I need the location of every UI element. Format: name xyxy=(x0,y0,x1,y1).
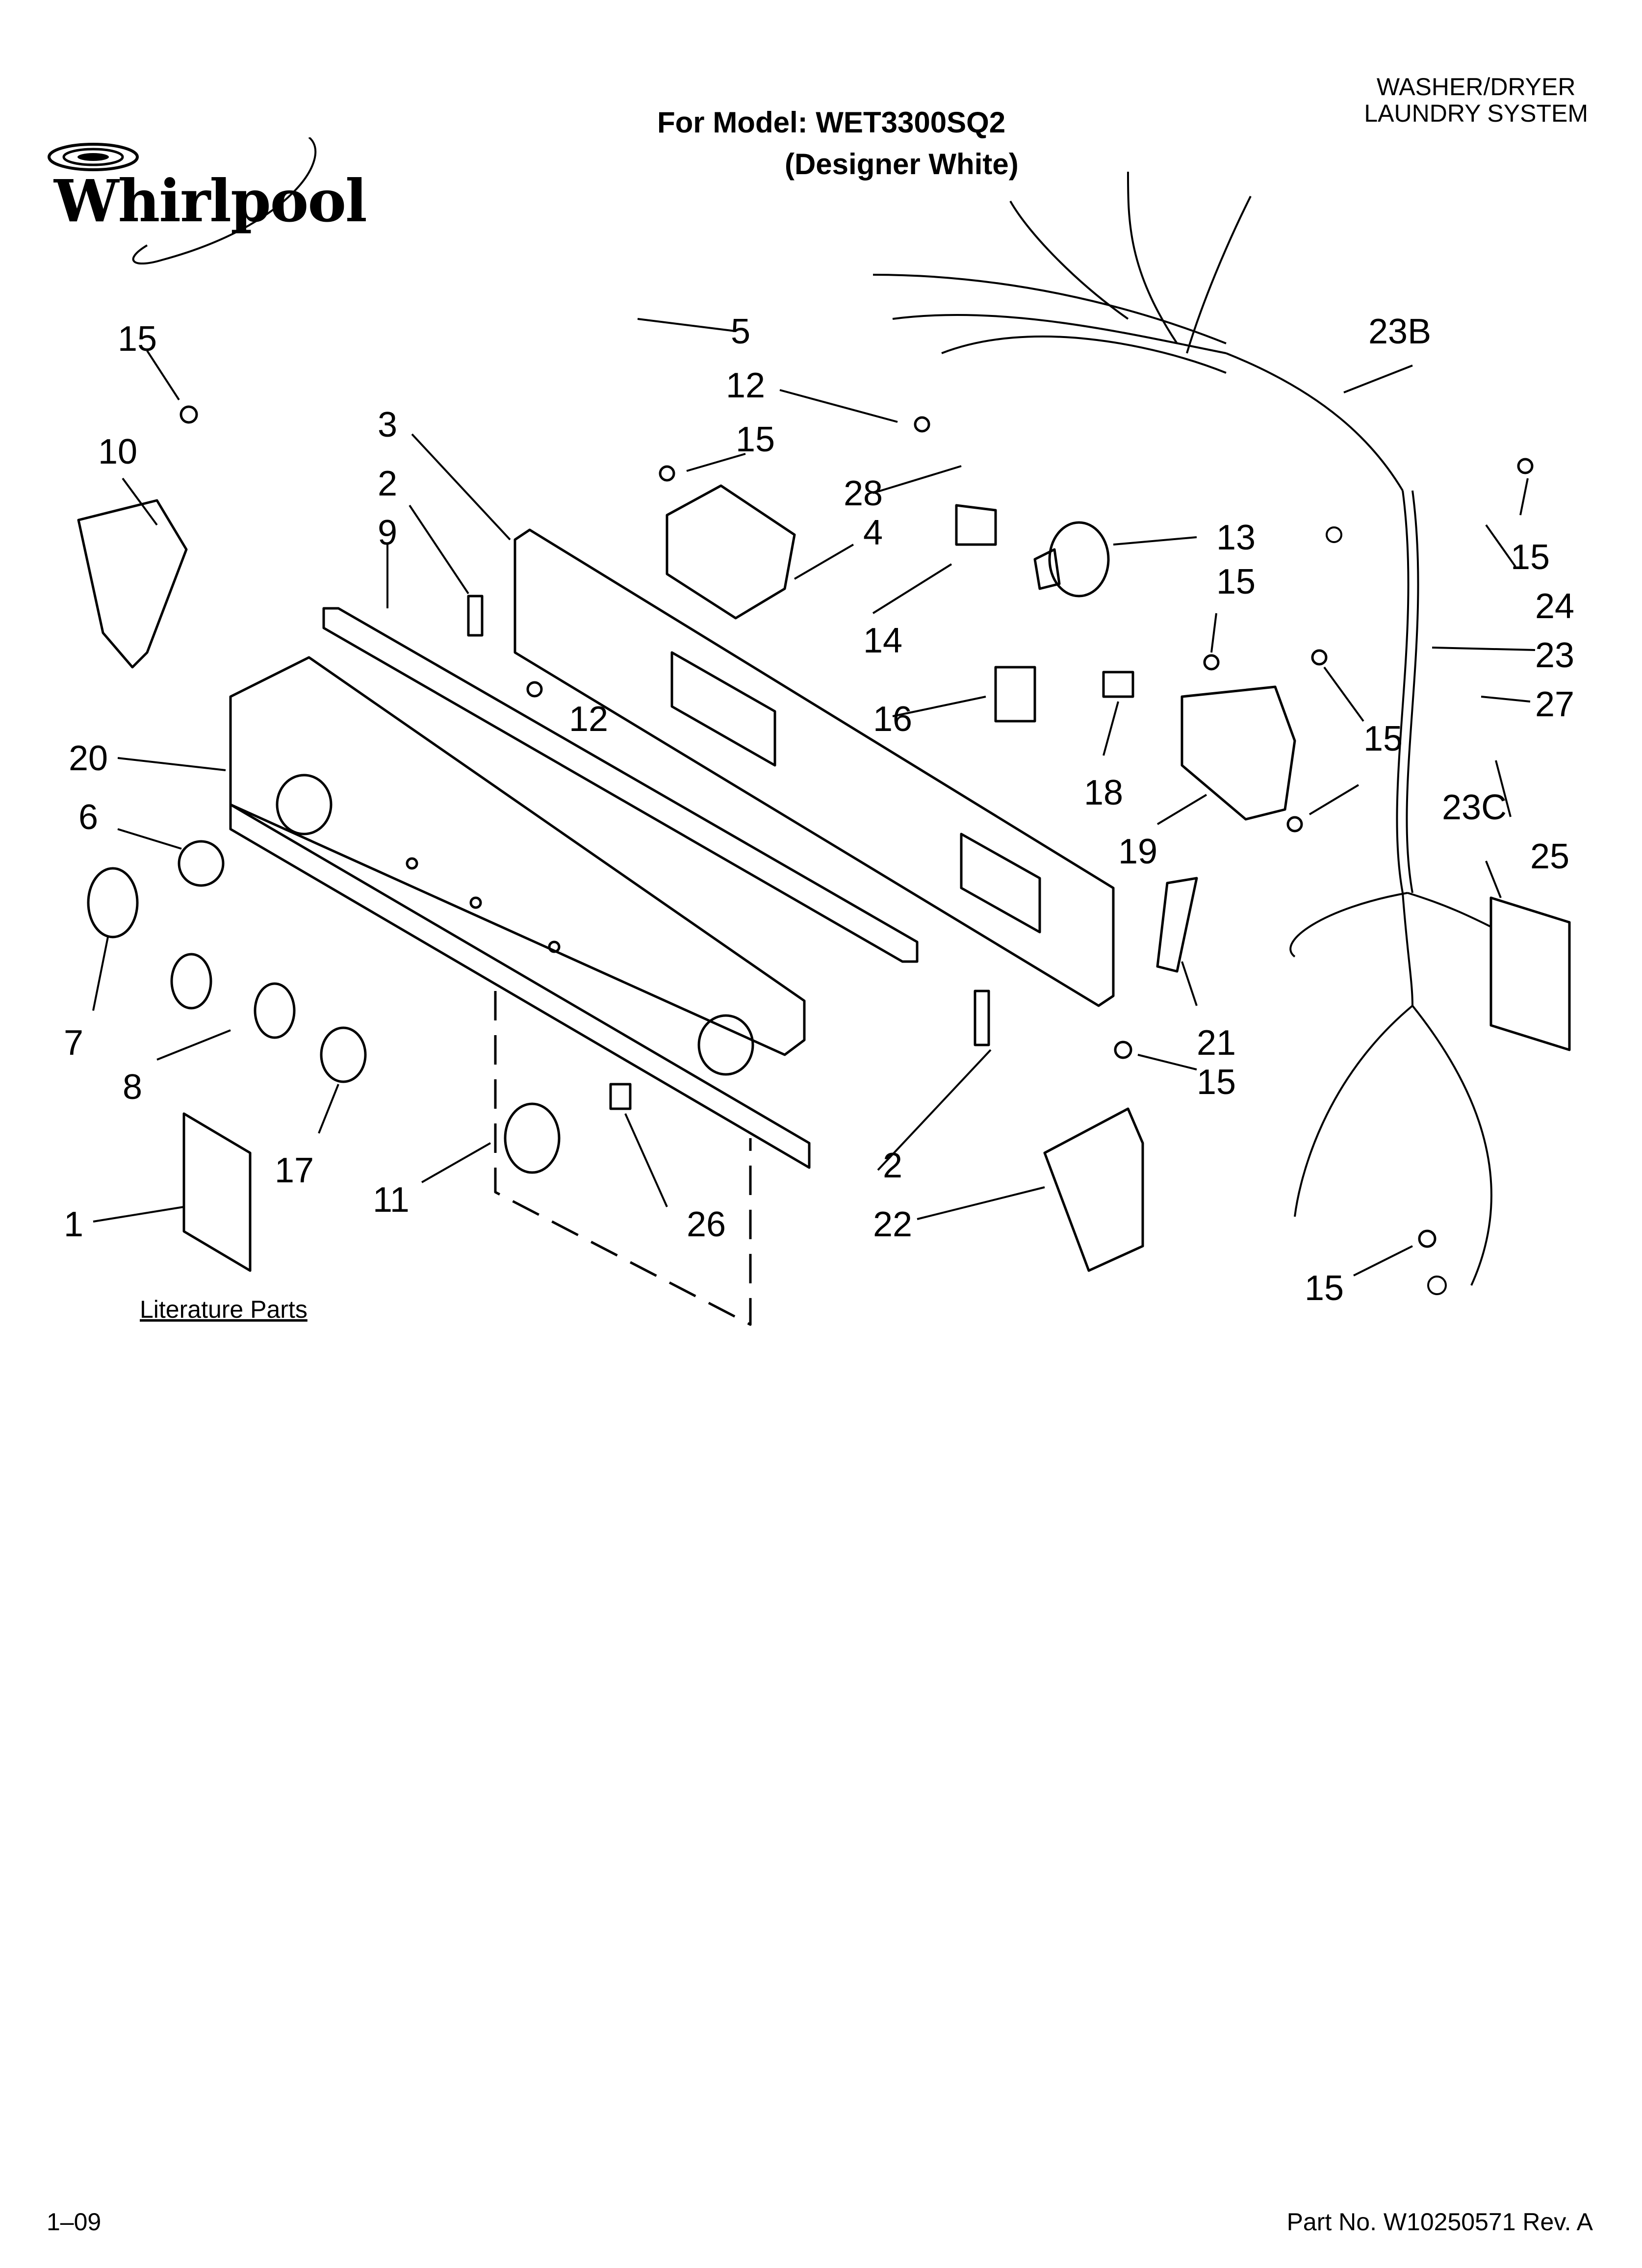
callout-23b: 23B xyxy=(1368,312,1431,351)
clip-18 xyxy=(1102,671,1134,698)
knob-dashed-group xyxy=(494,991,752,1326)
callout-25: 25 xyxy=(1530,837,1569,876)
callout-9: 9 xyxy=(378,513,397,552)
callout-5: 5 xyxy=(731,312,750,351)
knob-8b xyxy=(254,982,296,1039)
callout-12-mid: 12 xyxy=(569,700,608,739)
product-category-line2: LAUNDRY SYSTEM xyxy=(1364,100,1588,127)
product-category: WASHER/DRYER LAUNDRY SYSTEM xyxy=(1364,74,1588,127)
callout-15-b: 15 xyxy=(736,420,775,459)
callout-labels: 1 2 2 3 4 5 6 7 8 9 10 11 12 12 13 14 15… xyxy=(64,312,1574,1308)
callout-13: 13 xyxy=(1216,518,1256,557)
callout-8: 8 xyxy=(123,1068,142,1107)
callout-15-a: 15 xyxy=(118,319,157,359)
timer xyxy=(1180,685,1296,821)
screw-group xyxy=(180,405,1534,1248)
callout-7: 7 xyxy=(64,1023,83,1063)
knob-11 xyxy=(504,1102,561,1174)
callout-19: 19 xyxy=(1118,832,1157,871)
whirlpool-logo: Whirlpool xyxy=(34,136,367,270)
spacer-top xyxy=(467,595,484,637)
model-title: For Model: WET3300SQ2 xyxy=(657,106,1006,139)
right-endcap xyxy=(1043,1107,1144,1272)
left-endcap xyxy=(77,499,188,669)
callout-2-bottom: 2 xyxy=(883,1146,902,1185)
callout-18: 18 xyxy=(1084,773,1123,812)
literature-parts-label: Literature Parts xyxy=(140,1296,308,1323)
console-panel xyxy=(229,656,811,1169)
callout-23: 23 xyxy=(1535,636,1574,675)
product-category-line1: WASHER/DRYER xyxy=(1376,73,1576,101)
callout-15-e: 15 xyxy=(1197,1063,1236,1102)
callout-15-c: 15 xyxy=(1216,562,1256,601)
bracket-21 xyxy=(1156,877,1198,973)
callout-27: 27 xyxy=(1535,685,1574,724)
knob-base xyxy=(178,840,225,887)
callout-21: 21 xyxy=(1197,1023,1236,1063)
date-code: 1–09 xyxy=(47,2208,102,2236)
model-variant: (Designer White) xyxy=(785,148,1019,181)
knob-17 xyxy=(320,1026,367,1083)
callout-15-g: 15 xyxy=(1511,538,1550,577)
callout-23c: 23C xyxy=(1442,788,1507,827)
part-number: Part No. W10250571 Rev. A xyxy=(1286,2208,1593,2236)
callout-26: 26 xyxy=(687,1205,726,1244)
callout-20: 20 xyxy=(69,739,108,778)
callout-15-f: 15 xyxy=(1305,1269,1344,1308)
control-backplate xyxy=(513,528,1115,1007)
callout-12-top: 12 xyxy=(726,366,765,405)
knob-7 xyxy=(87,867,139,938)
callout-1: 1 xyxy=(64,1205,83,1244)
selector-switch xyxy=(955,504,997,546)
wiring-harness xyxy=(872,171,1516,1295)
callout-10: 10 xyxy=(98,432,137,471)
callout-16: 16 xyxy=(873,700,912,739)
literature-parts xyxy=(182,1112,252,1272)
knob-8a xyxy=(170,953,212,1010)
callout-17: 17 xyxy=(275,1151,314,1190)
callout-14: 14 xyxy=(863,621,902,660)
pressure-switch xyxy=(1033,521,1110,598)
electronic-controller xyxy=(666,484,796,620)
trim-strip xyxy=(322,607,919,963)
leader-lines xyxy=(92,318,1536,1277)
connector-block-23c xyxy=(1489,896,1571,1051)
logo-wordmark: Whirlpool xyxy=(54,167,367,235)
callout-15-d: 15 xyxy=(1363,719,1403,758)
callout-3: 3 xyxy=(378,405,397,444)
clip-26 xyxy=(609,1083,632,1110)
potentiometer xyxy=(994,666,1036,723)
callout-11: 11 xyxy=(373,1180,410,1220)
callout-4: 4 xyxy=(863,513,883,552)
callout-6: 6 xyxy=(78,798,98,837)
callout-22: 22 xyxy=(873,1205,912,1244)
spacer-bottom xyxy=(974,990,990,1046)
whirlpool-swirl-icon xyxy=(48,136,317,265)
callout-24: 24 xyxy=(1535,587,1574,626)
callout-28: 28 xyxy=(844,474,883,513)
callout-2-top: 2 xyxy=(378,464,397,503)
